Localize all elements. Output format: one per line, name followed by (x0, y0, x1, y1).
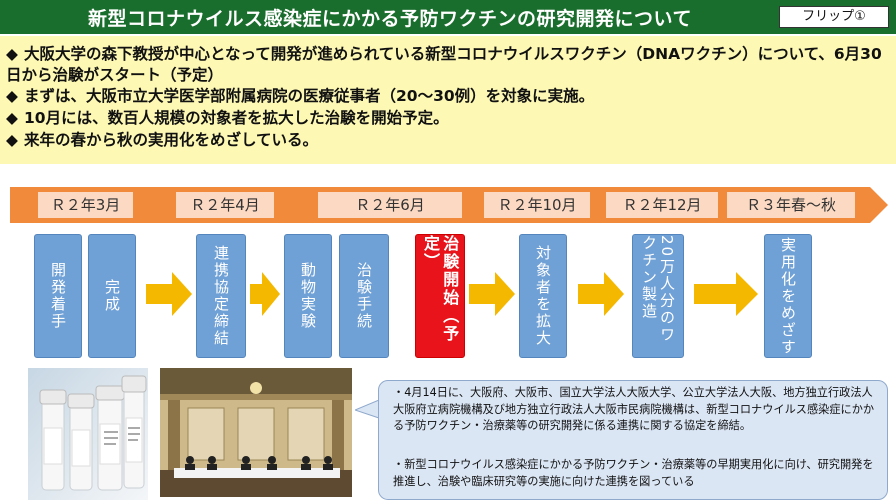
signing-ceremony-photo (160, 368, 352, 497)
flow-arrow-icon (250, 272, 280, 316)
step-vaccine-production: 20万人分のワクチン製造 (632, 234, 684, 358)
step-practical-use: 実用化をめざす (764, 234, 812, 358)
step-development-start: 開発着手 (34, 234, 82, 358)
step-completion: 完成 (88, 234, 136, 358)
step-trial-procedure: 治験手続 (339, 234, 389, 358)
flow-arrow-icon (146, 272, 192, 316)
summary-panel: ◆大阪大学の森下教授が中心となって開発が進められている新型コロナウイルスワクチン… (0, 36, 896, 164)
timeline-label: Ｒ２年12月 (606, 192, 718, 218)
diamond-bullet-icon: ◆ (6, 131, 18, 149)
step-expand-subjects: 対象者を拡大 (519, 234, 567, 358)
bullet-item: ◆大阪大学の森下教授が中心となって開発が進められている新型コロナウイルスワクチン… (6, 45, 882, 84)
timeline-label: Ｒ２年10月 (484, 192, 590, 218)
timeline-label: Ｒ２年4月 (176, 192, 274, 218)
note-collaboration: ・新型コロナウイルス感染症にかかる予防ワクチン・治療薬等の早期実用化に向け、研究… (393, 458, 874, 488)
bullet-item: ◆10月には、数百人規模の対象者を拡大した治験を開始予定。 (6, 109, 449, 127)
step-agreement: 連携協定締結 (196, 234, 246, 358)
bullet-item: ◆まずは、大阪市立大学医学部附属病院の医療従事者（20～30例）を対象に実施。 (6, 87, 595, 105)
diamond-bullet-icon: ◆ (6, 87, 18, 105)
header-bar: 新型コロナウイルス感染症にかかる予防ワクチンの研究開発について フリップ① (0, 0, 896, 34)
flow-arrow-icon (694, 272, 758, 316)
timeline-label: Ｒ２年6月 (318, 192, 462, 218)
timeline-label: Ｒ３年春～秋 (727, 192, 855, 218)
flow-arrow-icon (578, 272, 624, 316)
page-title: 新型コロナウイルス感染症にかかる予防ワクチンの研究開発について (88, 8, 692, 30)
step-trial-start: 治験開始（予定） (415, 234, 465, 358)
agreement-callout: ・4月14日に、大阪府、大阪市、国立大学法人大阪大学、公立大学法人大阪、地方独立… (378, 380, 888, 500)
diamond-bullet-icon: ◆ (6, 45, 18, 63)
note-agreement: ・4月14日に、大阪府、大阪市、国立大学法人大阪大学、公立大学法人大阪、地方独立… (393, 386, 875, 432)
flip-badge: フリップ① (779, 6, 889, 28)
step-animal-test: 動物実験 (284, 234, 332, 358)
bullet-item: ◆来年の春から秋の実用化をめざしている。 (6, 131, 319, 149)
vaccine-vials-photo (28, 368, 148, 500)
timeline-label: Ｒ２年3月 (38, 192, 133, 218)
flow-arrow-icon (469, 272, 515, 316)
diamond-bullet-icon: ◆ (6, 109, 18, 127)
